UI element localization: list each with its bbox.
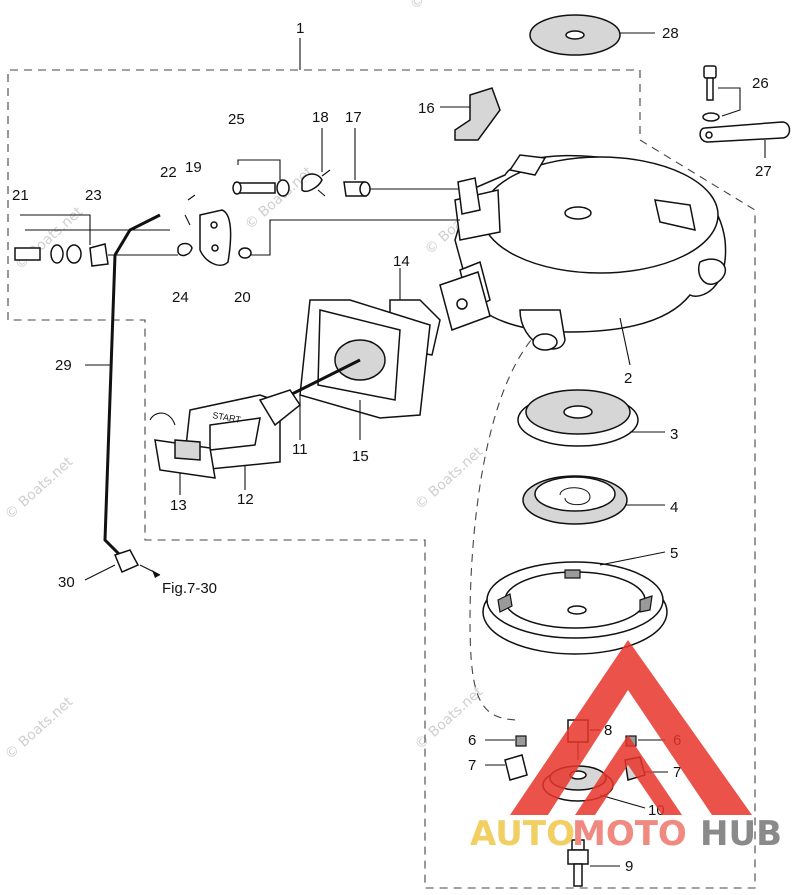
label-5: 5 — [670, 545, 678, 562]
part-16-bracket — [440, 87, 501, 141]
watermark: © Boats.net — [412, 444, 487, 513]
label-22: 22 — [160, 164, 177, 181]
label-3: 3 — [670, 426, 678, 443]
label-29: 29 — [55, 357, 72, 374]
label-14: 14 — [393, 253, 410, 270]
part-2-starter-case — [439, 154, 727, 366]
label-7a: 7 — [468, 757, 476, 774]
parts-17-18-25 — [232, 128, 481, 215]
handle-start-label: START — [212, 410, 242, 425]
logo-text-hub: HUB — [700, 814, 782, 854]
label-27: 27 — [755, 163, 772, 180]
parts-11-15-handle-group: START — [149, 268, 441, 495]
part-3-pulley — [517, 389, 665, 447]
watermark: © Boats.net — [407, 0, 482, 13]
label-25: 25 — [228, 111, 245, 128]
label-24: 24 — [172, 289, 189, 306]
label-6a: 6 — [468, 732, 476, 749]
label-16: 16 — [418, 100, 435, 117]
label-23: 23 — [85, 187, 102, 204]
label-19: 19 — [185, 159, 202, 176]
label-15: 15 — [352, 448, 369, 465]
label-1: 1 — [296, 20, 304, 37]
part-26-bolt — [702, 65, 741, 122]
label-13: 13 — [170, 497, 187, 514]
part-29-rod — [84, 213, 161, 581]
label-26: 26 — [752, 75, 769, 92]
part-labels: 1 2 3 4 5 6 6 7 7 8 9 10 11 12 13 14 15 … — [12, 20, 772, 875]
label-17: 17 — [345, 109, 362, 126]
figure-reference: Fig.7-30 — [162, 580, 217, 597]
label-2: 2 — [624, 370, 632, 387]
label-12: 12 — [237, 491, 254, 508]
label-18: 18 — [312, 109, 329, 126]
label-28: 28 — [662, 25, 679, 42]
automotohub-logo: AUTO MOTO HUB — [470, 640, 782, 854]
logo-text-moto: MOTO — [572, 814, 687, 854]
logo-text-auto: AUTO — [470, 814, 575, 854]
label-11: 11 — [292, 441, 308, 458]
part-4-spring — [522, 475, 665, 525]
part-27-stay — [699, 121, 791, 158]
label-20: 20 — [234, 289, 251, 306]
watermark: © Boats.net — [2, 454, 77, 523]
label-30: 30 — [58, 574, 75, 591]
label-8: 8 — [604, 722, 612, 739]
parts-19-24-link-group — [14, 194, 460, 267]
label-4: 4 — [670, 499, 678, 516]
assembly-boundary — [7, 38, 756, 889]
logo-mark — [510, 640, 752, 815]
label-9: 9 — [625, 858, 633, 875]
label-21: 21 — [12, 187, 29, 204]
watermark: © Boats.net — [242, 164, 317, 233]
part-5-reel — [482, 551, 668, 655]
part-28-cap — [529, 14, 655, 56]
watermark: © Boats.net — [2, 694, 77, 763]
label-7b: 7 — [673, 764, 681, 781]
